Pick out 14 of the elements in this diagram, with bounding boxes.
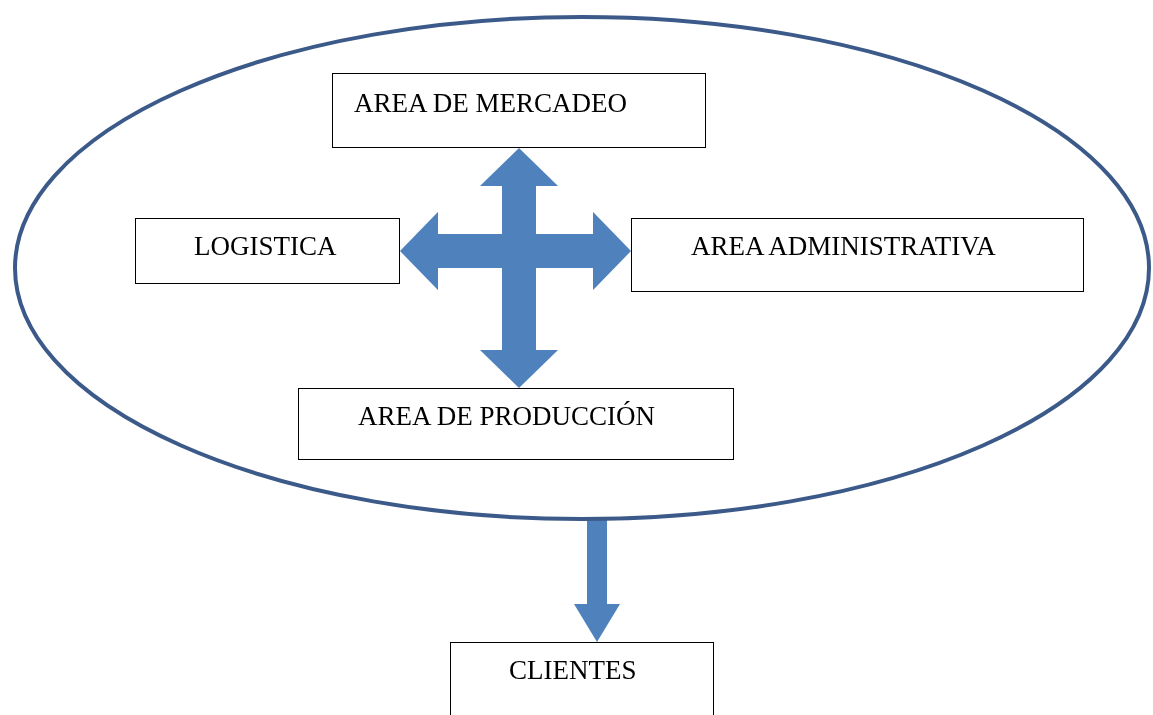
box-label: AREA ADMINISTRATIVA: [691, 231, 996, 262]
block-arrow: [574, 519, 620, 642]
text-box: [450, 642, 714, 715]
ellipse-boundary: [13, 15, 1151, 521]
box-label: AREA DE MERCADEO: [354, 88, 627, 119]
box-label: LOGISTICA: [194, 231, 337, 262]
block-arrow: [400, 211, 631, 291]
block-arrow: [479, 148, 559, 388]
box-label: AREA DE PRODUCCIÓN: [358, 401, 656, 432]
box-label: CLIENTES: [509, 655, 637, 686]
text-box: [135, 218, 400, 284]
text-box: [298, 388, 734, 460]
text-box: [332, 73, 706, 148]
text-box: [631, 218, 1084, 292]
